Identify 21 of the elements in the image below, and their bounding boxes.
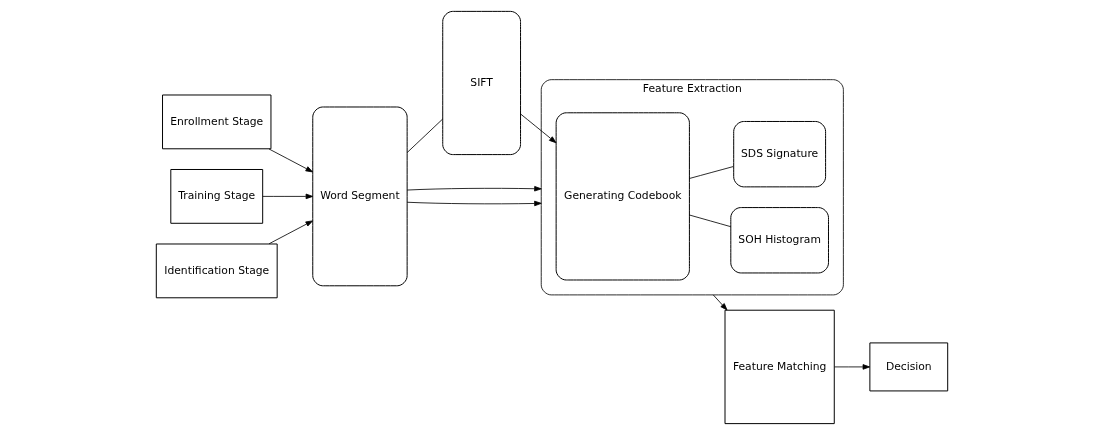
arrow [268,148,313,173]
connector [688,214,731,228]
arrow [406,186,542,192]
node-box: Decision [868,342,948,392]
node-box: Identification Stage [155,243,278,299]
arrow [261,193,313,200]
arrow [406,200,542,207]
arrow [712,294,727,311]
node-box: Word Segment [311,106,408,287]
connector [688,166,734,179]
node-box: SIFT [441,10,521,156]
arrow [833,364,870,370]
node-box: SOH Histogram [729,207,829,274]
connector [406,118,443,153]
node-box: Feature Matching [724,309,835,425]
node-box: Enrollment Stage [161,94,271,150]
node-box: Training Stage [169,169,263,224]
arrow [268,220,313,245]
node-box: SDS Signature [732,121,826,188]
arrow [519,113,556,144]
node-box: Generating Codebook [555,112,690,281]
